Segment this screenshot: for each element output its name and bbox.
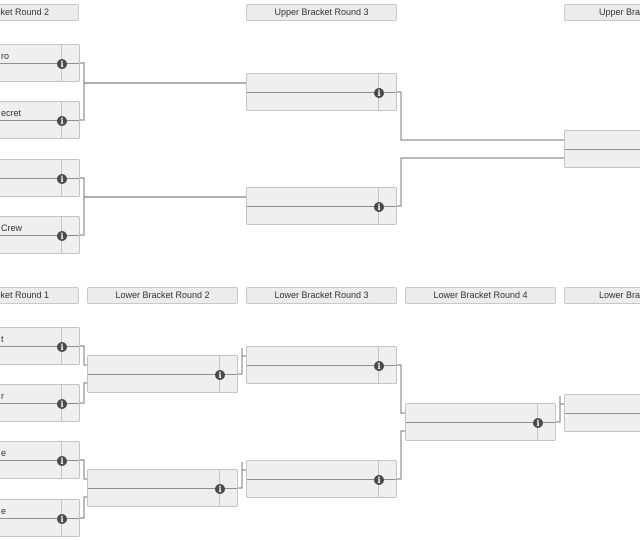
match-upper-r2-3[interactable]: i bbox=[0, 159, 80, 197]
team-name: t bbox=[1, 334, 4, 344]
team-name: r bbox=[1, 391, 4, 401]
connector-line bbox=[79, 382, 88, 404]
info-icon[interactable]: i bbox=[57, 116, 67, 126]
match-lower-r1-4[interactable]: e i bbox=[0, 499, 80, 537]
match-divider bbox=[88, 488, 237, 489]
match-divider bbox=[0, 518, 79, 519]
info-icon[interactable]: i bbox=[57, 514, 67, 524]
match-divider bbox=[565, 413, 640, 414]
header-lower-round-2: Lower Bracket Round 2 bbox=[87, 287, 238, 304]
info-icon[interactable]: i bbox=[57, 456, 67, 466]
connector-line bbox=[79, 345, 88, 366]
team-name: e bbox=[1, 506, 7, 516]
header-lower-round-3: Lower Bracket Round 3 bbox=[246, 287, 397, 304]
connector-line bbox=[79, 82, 247, 121]
match-lower-r3-2[interactable]: i bbox=[246, 460, 397, 498]
info-icon[interactable]: i bbox=[57, 342, 67, 352]
connector-line bbox=[79, 496, 88, 519]
connector-line bbox=[555, 403, 565, 423]
connector-line bbox=[79, 62, 247, 84]
match-lower-r2-2[interactable]: i bbox=[87, 469, 238, 507]
match-lower-r1-3[interactable]: e i bbox=[0, 441, 80, 479]
match-divider bbox=[406, 422, 555, 423]
match-divider bbox=[0, 403, 79, 404]
match-divider bbox=[0, 63, 79, 64]
match-divider bbox=[247, 92, 396, 93]
info-icon[interactable]: i bbox=[374, 475, 384, 485]
connector-line bbox=[396, 364, 406, 414]
info-icon[interactable]: i bbox=[215, 370, 225, 380]
connector-line bbox=[396, 430, 406, 480]
header-upper-round-4: Upper Brac bbox=[564, 4, 640, 21]
match-divider bbox=[0, 120, 79, 121]
match-divider bbox=[565, 149, 640, 150]
match-divider bbox=[247, 479, 396, 480]
match-upper-r2-2[interactable]: ecret i bbox=[0, 101, 80, 139]
connector-line bbox=[238, 355, 247, 375]
match-divider bbox=[0, 235, 79, 236]
match-lower-r1-2[interactable]: r i bbox=[0, 384, 80, 422]
info-icon[interactable]: i bbox=[374, 361, 384, 371]
connector-line bbox=[396, 157, 565, 207]
header-lower-round-4: Lower Bracket Round 4 bbox=[405, 287, 556, 304]
info-icon[interactable]: i bbox=[215, 484, 225, 494]
match-divider bbox=[0, 346, 79, 347]
info-icon[interactable]: i bbox=[374, 202, 384, 212]
team-name: ro bbox=[1, 51, 10, 61]
team-name: e bbox=[1, 448, 7, 458]
match-divider bbox=[0, 178, 79, 179]
header-lower-round-1: cket Round 1 bbox=[0, 287, 79, 304]
info-icon[interactable]: i bbox=[57, 174, 67, 184]
info-icon[interactable]: i bbox=[57, 59, 67, 69]
info-icon[interactable]: i bbox=[57, 231, 67, 241]
match-lower-r5-1[interactable] bbox=[564, 394, 640, 432]
info-icon[interactable]: i bbox=[374, 88, 384, 98]
connector-line bbox=[238, 469, 247, 489]
info-icon[interactable]: i bbox=[533, 418, 543, 428]
connector-line bbox=[79, 177, 247, 198]
info-icon[interactable]: i bbox=[57, 399, 67, 409]
team-name: ecret bbox=[1, 108, 22, 118]
match-upper-r3-1[interactable]: i bbox=[246, 73, 397, 111]
match-divider bbox=[88, 374, 237, 375]
match-divider bbox=[247, 206, 396, 207]
connector-line bbox=[79, 196, 247, 236]
match-upper-r2-4[interactable]: Crew i bbox=[0, 216, 80, 254]
match-divider bbox=[247, 365, 396, 366]
match-lower-r2-1[interactable]: i bbox=[87, 355, 238, 393]
match-upper-r2-1[interactable]: ro i bbox=[0, 44, 80, 82]
match-upper-r4-1[interactable] bbox=[564, 130, 640, 168]
connector-line bbox=[396, 91, 565, 141]
connector-line bbox=[79, 459, 88, 480]
header-lower-round-5: Lower Bra bbox=[564, 287, 640, 304]
header-upper-round-3: Upper Bracket Round 3 bbox=[246, 4, 397, 21]
match-lower-r1-1[interactable]: t i bbox=[0, 327, 80, 365]
header-upper-round-2: cket Round 2 bbox=[0, 4, 79, 21]
match-lower-r3-1[interactable]: i bbox=[246, 346, 397, 384]
team-name: Crew bbox=[1, 223, 23, 233]
match-divider bbox=[0, 460, 79, 461]
match-lower-r4-1[interactable]: i bbox=[405, 403, 556, 441]
match-upper-r3-2[interactable]: i bbox=[246, 187, 397, 225]
